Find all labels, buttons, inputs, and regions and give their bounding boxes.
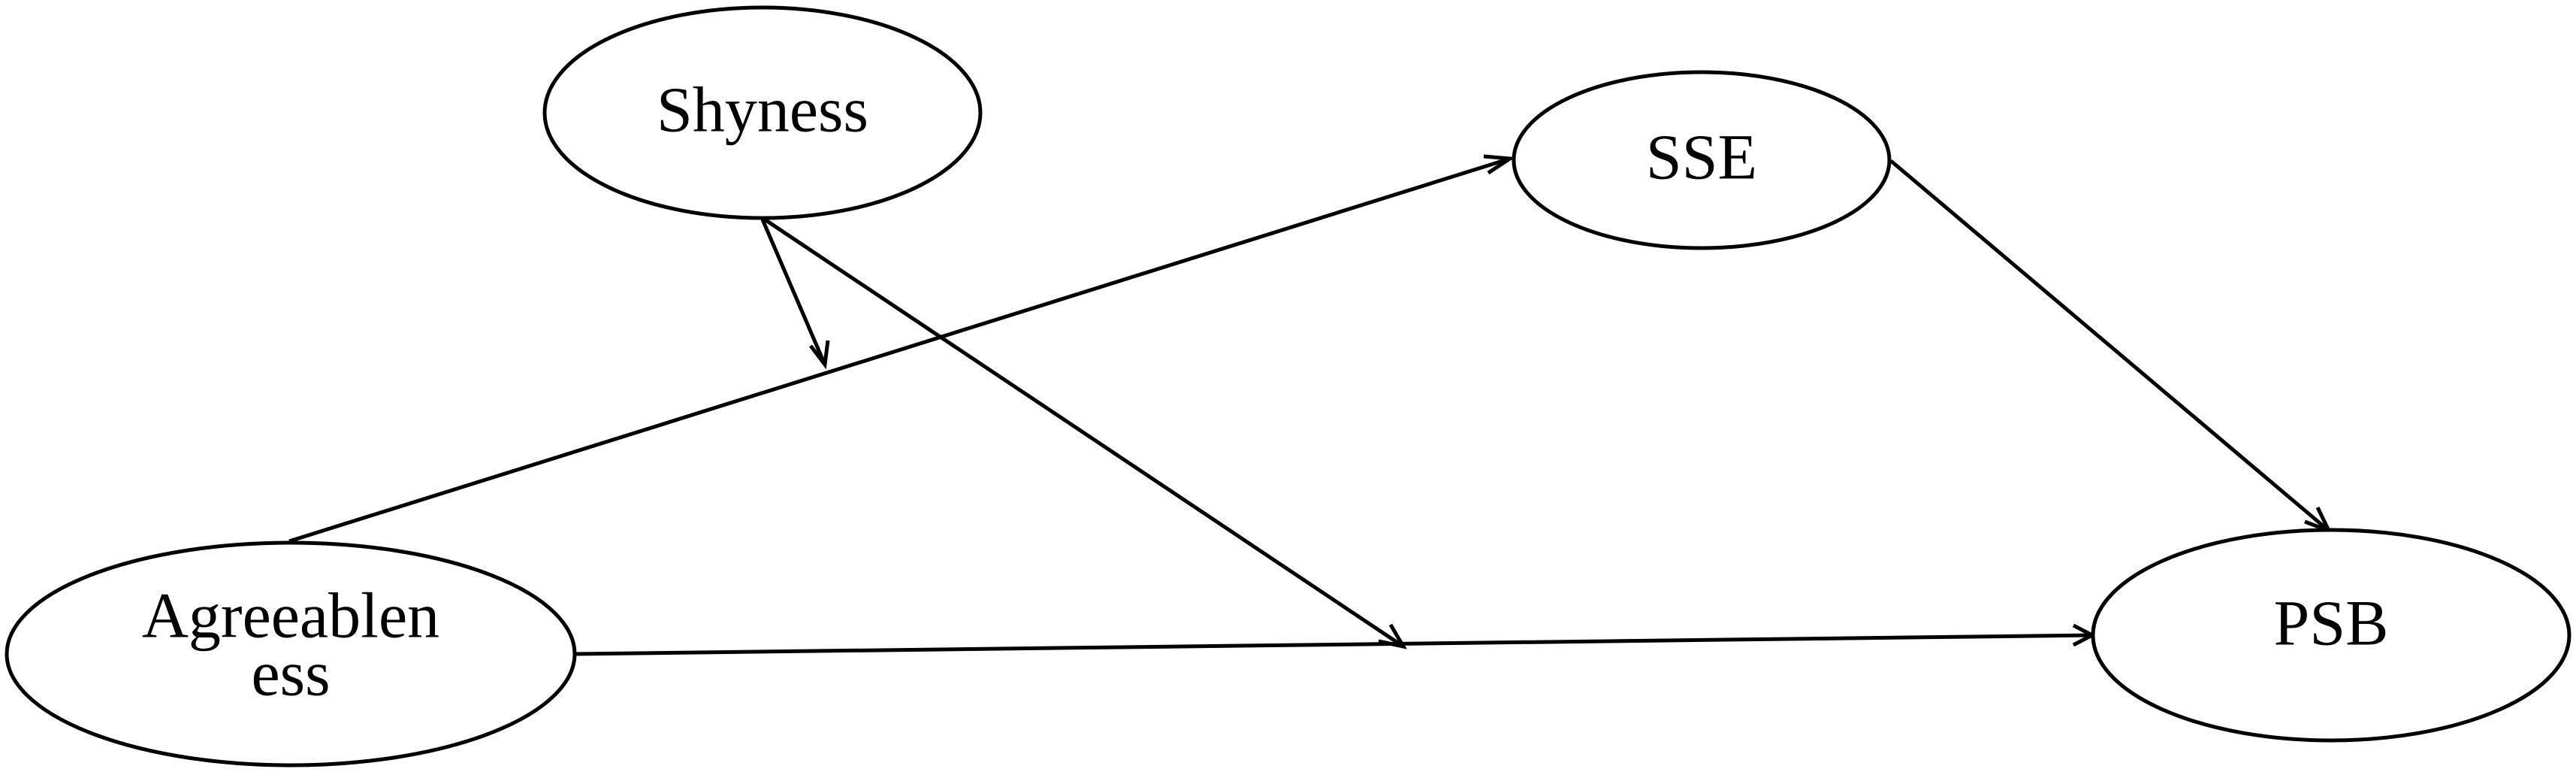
node-sse-label: SSE — [1646, 121, 1757, 193]
node-sse: SSE — [1511, 70, 1892, 250]
edge-shyness-to-agr-sse-path — [760, 219, 827, 365]
node-agreeableness-label-line1: Agreeablen — [142, 580, 439, 652]
node-psb: PSB — [2091, 528, 2571, 743]
node-agreeableness-label-line2: ess — [251, 637, 330, 710]
node-agreeableness-ellipse — [5, 540, 577, 767]
edges — [288, 154, 2333, 656]
edge-agreeableness-to-psb — [574, 633, 2093, 656]
arrowhead-sse — [1483, 154, 1516, 175]
node-agreeableness: Agreeablen ess — [5, 540, 577, 767]
edge-agreeableness-to-sse — [288, 156, 1511, 543]
arrowhead-moderation-sse — [809, 340, 830, 370]
edge-sse-to-psb — [1889, 159, 2330, 532]
arrowhead-moderation-psb — [1378, 623, 1408, 649]
node-psb-ellipse — [2091, 528, 2571, 743]
node-shyness-ellipse — [542, 5, 983, 220]
edge-shyness-to-agr-psb-path — [763, 217, 1405, 649]
node-sse-ellipse — [1511, 70, 1892, 250]
node-shyness-label: Shyness — [657, 74, 868, 146]
node-shyness: Shyness — [542, 5, 983, 220]
node-psb-label: PSB — [2273, 587, 2388, 659]
